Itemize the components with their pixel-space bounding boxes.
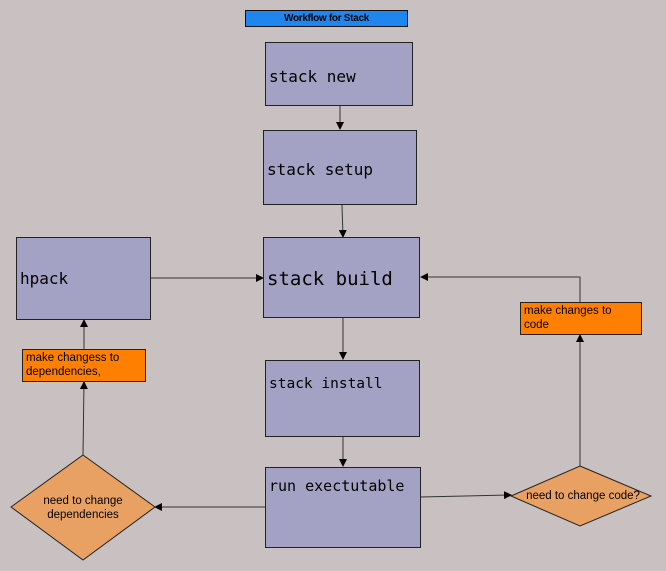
arrow-run-to-code-decision — [420, 491, 512, 500]
node-label: stack build — [267, 268, 393, 290]
node-label: stack install — [269, 376, 383, 392]
arrow-code-note-to-build — [420, 273, 581, 302]
decision-label-dependencies: need to change dependencies — [43, 495, 123, 521]
node-label: hpack — [20, 269, 69, 288]
node-stack-install: stack install — [265, 360, 420, 437]
decision-label-code: need to change code? — [526, 490, 640, 502]
note-code: make changes to code — [520, 302, 642, 335]
arrow-deps-decision-to-note — [79, 381, 88, 456]
arrow-setup-to-build — [338, 204, 347, 238]
node-stack-build: stack build — [263, 237, 420, 318]
node-label: stack new — [269, 67, 356, 86]
decision-diamond-dependencies — [10, 454, 156, 561]
note-dependencies: make changess to dependencies, — [22, 349, 146, 382]
decision-diamond-code — [509, 465, 653, 527]
node-run-executable: run exectutable — [265, 467, 421, 548]
node-stack-new: stack new — [265, 42, 413, 106]
diagram-title: Workflow for Stack — [245, 10, 408, 27]
node-hpack: hpack — [16, 237, 151, 320]
node-label: run exectutable — [269, 477, 405, 495]
node-stack-setup: stack setup — [263, 130, 417, 205]
node-label: stack setup — [267, 160, 373, 179]
